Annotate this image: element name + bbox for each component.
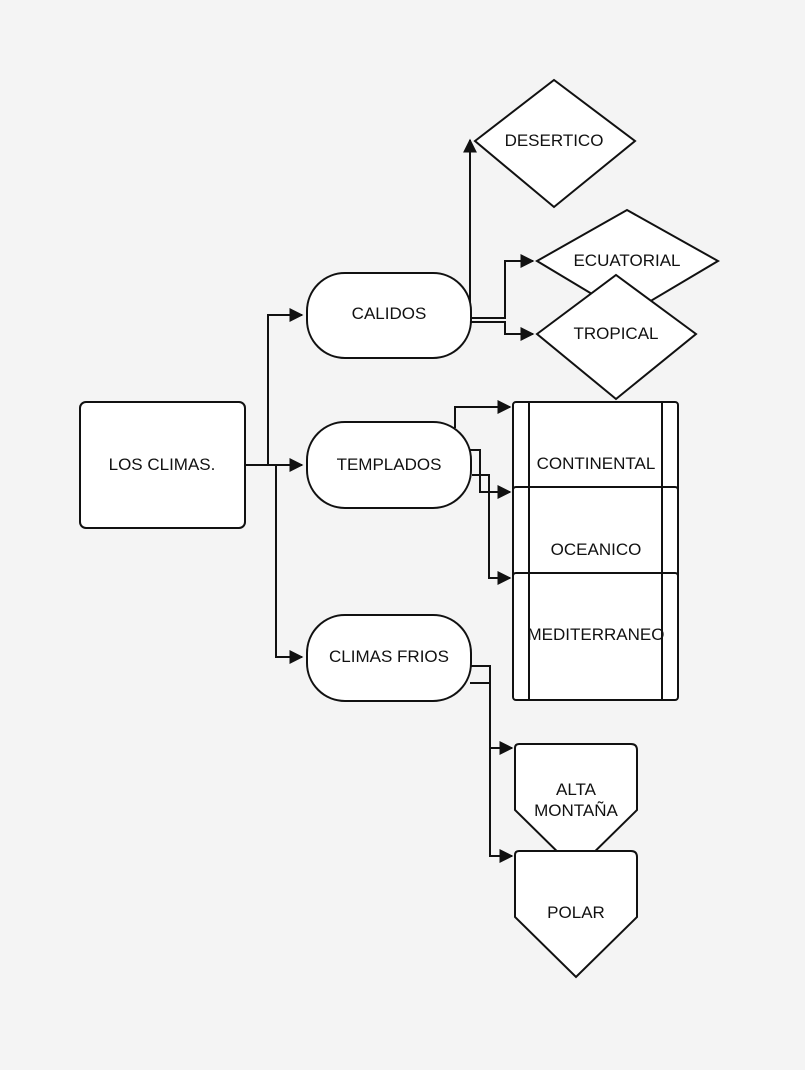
node-desertico: DESERTICO (473, 78, 637, 209)
edge-templados-mediterraneo (472, 474, 512, 585)
climas-frios-label: CLIMAS FRIOS (329, 647, 449, 666)
desertico-label: DESERTICO (505, 131, 604, 150)
ecuatorial-label: ECUATORIAL (573, 251, 680, 270)
node-alta-montana: ALTA MONTAÑA (514, 743, 638, 872)
alta-montana-label-line1: ALTA (556, 780, 597, 799)
continental-label: CONTINENTAL (537, 454, 656, 473)
templados-label: TEMPLADOS (337, 455, 442, 474)
tropical-label: TROPICAL (573, 324, 658, 343)
edge-root-frios (245, 464, 304, 664)
root-label: LOS CLIMAS. (109, 455, 216, 474)
edge-root-calidos (245, 308, 304, 466)
connectors (245, 138, 535, 863)
root-node: LOS CLIMAS. (79, 401, 246, 529)
edge-frios-polar (470, 682, 514, 863)
mediterraneo-label: MEDITERRANEO (528, 625, 665, 644)
alta-montana-label-line2: MONTAÑA (534, 801, 618, 820)
edge-templados-continental (454, 400, 512, 428)
polar-label: POLAR (547, 903, 605, 922)
node-mediterraneo: MEDITERRANEO (512, 572, 679, 701)
edge-templados-oceanico (465, 449, 512, 499)
oceanico-label: OCEANICO (551, 540, 642, 559)
node-tropical: TROPICAL (535, 273, 698, 401)
edge-calidos-ecuatorial (470, 254, 535, 319)
edge-calidos-tropical (470, 321, 535, 341)
node-templados: TEMPLADOS (306, 421, 472, 509)
node-climas-frios: CLIMAS FRIOS (306, 614, 472, 702)
node-polar: POLAR (514, 850, 638, 979)
calidos-label: CALIDOS (352, 304, 427, 323)
node-calidos: CALIDOS (306, 272, 472, 359)
node-ecuatorial: ECUATORIAL (535, 208, 721, 317)
